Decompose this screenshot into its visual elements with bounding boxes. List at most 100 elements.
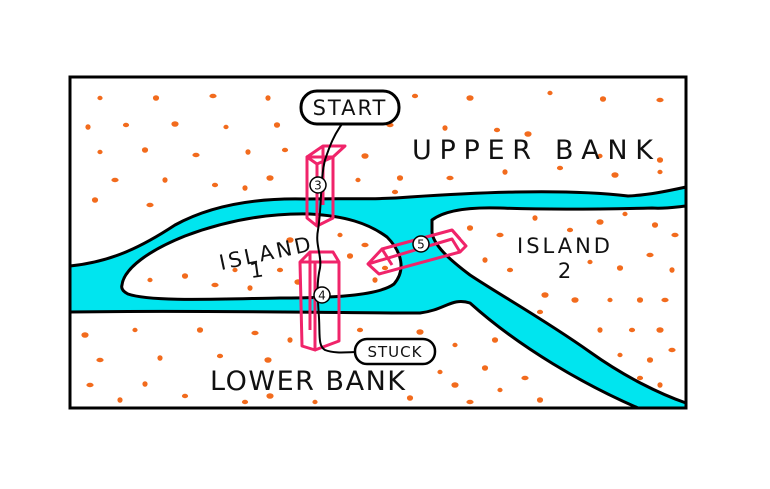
land-dot bbox=[532, 215, 538, 221]
land-dot bbox=[521, 375, 529, 381]
land-dot bbox=[497, 387, 503, 393]
land-dot bbox=[96, 357, 104, 363]
land-dot bbox=[232, 267, 238, 273]
land-dot bbox=[391, 189, 399, 195]
land-dot bbox=[596, 219, 604, 225]
land-dot bbox=[91, 197, 99, 203]
land-dot bbox=[416, 329, 424, 335]
land-dot bbox=[656, 327, 664, 333]
bridge-number-3: 3 bbox=[309, 176, 327, 194]
land-dot bbox=[142, 381, 148, 387]
start-bubble: START bbox=[299, 89, 401, 126]
land-dot bbox=[597, 153, 603, 159]
land-dot bbox=[493, 127, 501, 133]
bridge-4-number: 4 bbox=[318, 289, 326, 303]
land-dot bbox=[372, 277, 378, 283]
bridge-5-number: 5 bbox=[417, 238, 425, 252]
land-dot bbox=[97, 149, 103, 155]
land-dot bbox=[223, 124, 229, 130]
land-dot bbox=[506, 267, 514, 273]
stuck-label: STUCK bbox=[368, 343, 423, 361]
land-dot bbox=[446, 175, 454, 181]
land-dot bbox=[636, 297, 644, 303]
land-dot bbox=[141, 147, 149, 153]
island-2-label-line1: ISLAND bbox=[517, 234, 613, 258]
land-dot bbox=[356, 327, 364, 333]
island-2-label-line2: 2 bbox=[558, 259, 574, 283]
land-dot bbox=[547, 90, 553, 96]
land-dot bbox=[502, 169, 508, 175]
land-dot bbox=[361, 153, 369, 159]
land-dot bbox=[656, 157, 664, 163]
land-dot bbox=[661, 297, 669, 303]
land-dot bbox=[211, 282, 219, 288]
land-dot bbox=[646, 357, 654, 363]
land-dot bbox=[396, 175, 404, 181]
land-dot bbox=[337, 232, 343, 238]
land-dot bbox=[381, 265, 389, 271]
land-dot bbox=[599, 96, 607, 102]
land-dot bbox=[273, 122, 281, 128]
land-dot bbox=[196, 327, 204, 333]
land-dot bbox=[312, 399, 318, 405]
land-dot bbox=[181, 273, 189, 279]
land-dot bbox=[247, 285, 253, 291]
land-dot bbox=[281, 147, 289, 153]
land-dot bbox=[442, 125, 448, 131]
land-dot bbox=[286, 237, 294, 243]
land-dot bbox=[251, 330, 259, 336]
land-dot bbox=[361, 242, 369, 248]
land-dot bbox=[452, 342, 458, 348]
land-dot bbox=[211, 182, 219, 188]
land-dot bbox=[264, 357, 272, 363]
land-dot bbox=[162, 177, 168, 183]
land-dot bbox=[536, 309, 544, 315]
land-dot bbox=[622, 211, 628, 217]
land-dot bbox=[482, 257, 488, 263]
land-dot bbox=[85, 124, 91, 130]
map-frame bbox=[68, 75, 688, 410]
land-dot bbox=[346, 253, 354, 259]
land-dot bbox=[216, 353, 224, 359]
land-dot bbox=[86, 382, 94, 388]
land-dot bbox=[117, 397, 123, 403]
walking-path bbox=[316, 123, 359, 354]
land-dot bbox=[111, 177, 119, 183]
land-dot bbox=[355, 177, 361, 183]
land-dot bbox=[265, 95, 271, 101]
land-dot bbox=[81, 332, 89, 338]
land-dot bbox=[437, 369, 443, 375]
land-dot bbox=[571, 297, 579, 303]
start-label: START bbox=[313, 96, 388, 120]
land-dot bbox=[157, 355, 163, 361]
land-dot bbox=[266, 175, 274, 181]
land-dot bbox=[466, 95, 474, 101]
land-dot bbox=[491, 337, 499, 343]
land-dot bbox=[597, 327, 603, 333]
land-dot bbox=[566, 227, 574, 233]
land-dot bbox=[657, 169, 663, 175]
bridge-3-number: 3 bbox=[314, 179, 322, 193]
land-dots bbox=[81, 90, 664, 405]
land-dot bbox=[181, 393, 189, 399]
land-dot bbox=[656, 97, 664, 103]
land-dot bbox=[242, 185, 248, 191]
land-dot bbox=[669, 267, 675, 273]
island-1 bbox=[120, 212, 403, 301]
land-dot bbox=[607, 297, 613, 303]
land-dot bbox=[287, 337, 293, 343]
land-dot bbox=[97, 95, 103, 101]
land-dot bbox=[146, 202, 154, 208]
land-dot bbox=[122, 122, 130, 128]
land-dot bbox=[466, 399, 474, 405]
land-dot bbox=[556, 165, 564, 171]
land-dot bbox=[651, 222, 659, 228]
land-dot bbox=[636, 375, 644, 381]
land-dot bbox=[628, 327, 636, 333]
land-dot bbox=[541, 292, 549, 298]
land-dot bbox=[646, 252, 654, 258]
land-dot bbox=[671, 232, 679, 238]
land-dot bbox=[481, 365, 489, 371]
land-dot bbox=[147, 277, 153, 283]
